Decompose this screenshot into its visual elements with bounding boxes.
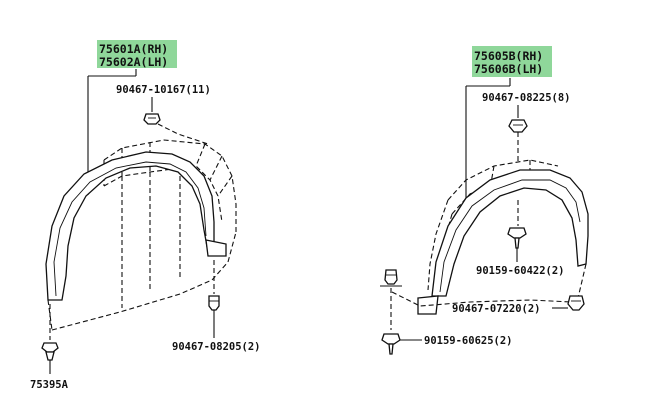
right-fender-flare[interactable] <box>431 169 589 297</box>
clip-icon <box>384 269 398 285</box>
right-part-leader-line <box>465 78 511 206</box>
clip-icon <box>508 119 528 133</box>
screw-icon <box>507 227 527 249</box>
clip-icon <box>208 295 220 311</box>
left-clip-projection <box>157 123 209 145</box>
left-lower-outline <box>47 231 237 331</box>
left-part-number-highlight <box>97 40 177 68</box>
right-screw-bottom-label[interactable]: 90159-60625(2) <box>424 335 513 347</box>
right-lower-outline <box>391 263 587 307</box>
left-clip-bottom-label[interactable]: 90467-08205(2) <box>172 341 261 353</box>
right-assembly: 75605B(RH) 75606B(LH) 90467-08225(8) 901… <box>380 46 589 355</box>
right-clip-top-label[interactable]: 90467-08225(8) <box>482 92 571 104</box>
left-retainer-label[interactable]: 75395A <box>30 379 69 391</box>
left-part-number-lh[interactable]: 75602A(LH) <box>99 55 168 69</box>
right-screw-mid-label[interactable]: 90159-60422(2) <box>476 265 565 277</box>
right-part-number-lh[interactable]: 75606B(LH) <box>474 62 543 76</box>
left-assembly: 75601A(RH) 75602A(LH) 90467-10167(11) 90… <box>30 40 261 391</box>
screw-icon <box>381 333 401 355</box>
clip-icon <box>143 113 161 125</box>
right-part-number-rh[interactable]: 75605B(RH) <box>474 49 543 63</box>
right-clip-mid-label[interactable]: 90467-07220(2) <box>452 303 541 315</box>
right-part-number-highlight <box>472 46 552 77</box>
right-flare-tab <box>417 295 439 315</box>
left-flare-tab <box>205 239 227 257</box>
left-fender-flare[interactable] <box>45 151 215 301</box>
clip-icon <box>567 295 585 311</box>
left-clip-top-label[interactable]: 90467-10167(11) <box>116 84 211 96</box>
left-part-number-rh[interactable]: 75601A(RH) <box>99 42 168 56</box>
retainer-icon <box>41 342 59 361</box>
